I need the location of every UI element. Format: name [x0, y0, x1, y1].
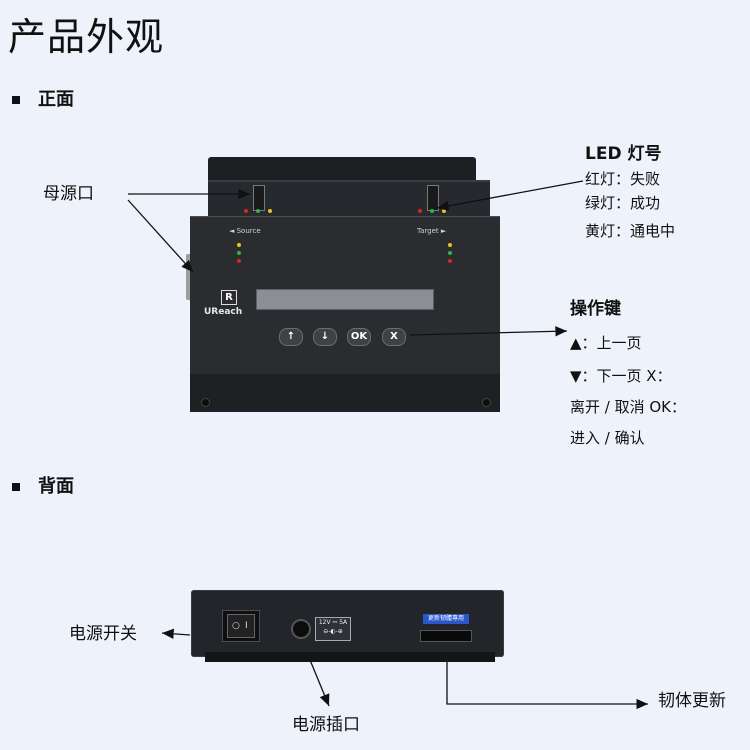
ureach-logo-text: UReach [204, 307, 243, 317]
power-jack-label: 电源插口 [292, 715, 360, 735]
source-slot-led-red [244, 209, 248, 213]
section-front-label: 正面 [38, 89, 74, 110]
key-cancel-note: 离开 / 取消 OK： [570, 398, 687, 416]
arrow-source-handle [127, 199, 194, 273]
key-down-note: ▼：下一页 X： [570, 367, 672, 385]
firmware-label: 韧体更新 [658, 691, 726, 711]
power-rating-label: 12V ⎓ 5A ⊖-◐-⊕ [315, 617, 351, 641]
source-led-green [237, 251, 241, 255]
source-slot-led-yellow [268, 209, 272, 213]
target-led-red [448, 259, 452, 263]
section-front: 正面 [12, 89, 74, 111]
source-led-yellow [237, 243, 241, 247]
target-slot-led-red [418, 209, 422, 213]
firmware-slot-tag: 更新韧體專用 [423, 614, 469, 624]
lcd-screen [256, 289, 434, 310]
switch-on-mark: I [245, 621, 248, 631]
down-button[interactable]: ↓ [313, 328, 337, 346]
section-back: 背面 [12, 476, 74, 498]
target-label: Target ► [417, 227, 447, 235]
arrow-power-switch [161, 628, 191, 640]
page-title: 产品外观 [8, 15, 165, 59]
target-led-yellow [448, 243, 452, 247]
led-heading: LED 灯号 [585, 144, 662, 164]
up-button[interactable]: ↑ [279, 328, 303, 346]
device-top-bay [208, 157, 476, 183]
target-slot-led-green [430, 209, 434, 213]
polarity-icon: ⊖-◐-⊕ [323, 628, 343, 635]
target-led-green [448, 251, 452, 255]
arrow-led [436, 180, 584, 211]
bullet-icon [12, 483, 20, 491]
power-jack [291, 619, 311, 639]
source-label: ◄ Source [229, 227, 261, 235]
cancel-button[interactable]: X [382, 328, 406, 346]
section-back-label: 背面 [38, 476, 74, 497]
key-ok-note: 进入 / 确认 [570, 429, 645, 447]
device-base [190, 374, 500, 412]
source-port-label: 母源口 [43, 184, 94, 204]
switch-off-mark: ○ [232, 621, 240, 631]
screw-right [482, 398, 491, 407]
source-slot-led-green [256, 209, 260, 213]
led-yellow-note: 黄灯：通电中 [585, 222, 676, 240]
power-switch-label: 电源开关 [69, 624, 137, 644]
keys-heading: 操作键 [570, 299, 621, 319]
power-rating-text: 12V ⎓ 5A [318, 619, 348, 626]
bullet-icon [12, 96, 20, 104]
key-up-note: ▲：上一页 [570, 334, 642, 352]
source-led-red [237, 259, 241, 263]
led-red-note: 红灯：失败 [585, 170, 661, 188]
power-switch[interactable]: ○ I [227, 614, 255, 638]
arrow-power-jack [309, 659, 330, 707]
arrow-keys [409, 326, 568, 337]
target-slot-led-yellow [442, 209, 446, 213]
screw-left [201, 398, 210, 407]
firmware-update-slot [420, 630, 472, 642]
ok-button[interactable]: OK [347, 328, 371, 346]
led-green-note: 绿灯：成功 [585, 194, 661, 212]
ureach-logo-icon: R [221, 290, 237, 305]
device-back-foot [205, 652, 495, 662]
